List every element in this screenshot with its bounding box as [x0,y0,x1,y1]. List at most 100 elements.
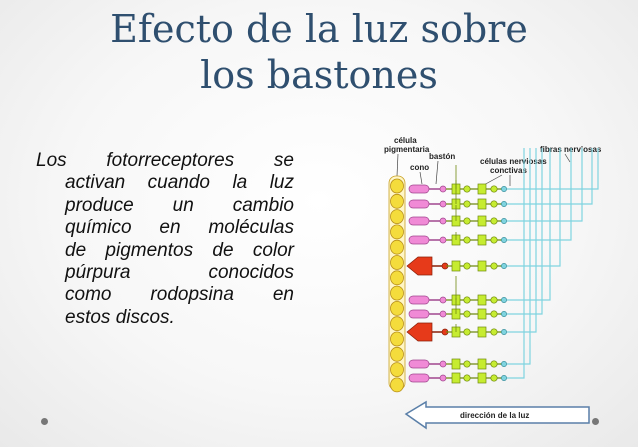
title-line-2: los bastones [200,53,438,97]
label-nerve-cells-1: células nerviosas [480,157,547,166]
rod-nucleus [439,360,447,368]
pigment-cell [390,300,404,316]
bipolar-cell [463,310,471,318]
synapse-box [451,372,461,384]
pigment-cell [390,270,404,286]
label-pigment-cell-1: célula [394,136,417,145]
pigment-cell [390,193,404,209]
pigment-cell [390,285,404,301]
body-line: estos discos. [65,306,175,328]
rod-nucleus [439,217,447,225]
rod-outer-segment [408,295,430,305]
nerve-fibers [500,148,599,379]
rod-nucleus [439,200,447,208]
bullet-dot-left [41,418,48,425]
fiber-node [501,218,507,224]
nerve-fiber [500,148,543,315]
pigment-cells [388,175,406,393]
ganglion-cell [490,374,498,382]
fiber-node [501,311,507,317]
fiber-node [501,263,507,269]
receptor-row [408,298,507,320]
label-pigment-cell-2: pigmentaria [384,145,430,154]
synapse-box [477,372,487,384]
ganglion-cell [490,310,498,318]
cone-cell [406,256,433,276]
bipolar-cell [463,360,471,368]
nerve-fiber [500,148,531,365]
pigment-cell [390,331,404,347]
rod-nucleus [439,236,447,244]
ganglion-cell [490,262,498,270]
bipolar-cell [463,236,471,244]
synapse-box [477,215,487,227]
fiber-node [501,297,507,303]
label-nerve-cells-2: conctivas [490,166,527,175]
label-rod: bastón [429,152,455,161]
pointer-line [419,171,423,185]
receptor-row [408,180,507,210]
bipolar-cell [463,296,471,304]
pigment-cell [390,224,404,240]
nerve-fiber [500,148,583,222]
pointer-line [435,160,439,185]
fiber-node [501,201,507,207]
synapse-box [477,198,487,210]
pigment-cell [390,209,404,224]
bipolar-cell [463,200,471,208]
synapse-box [477,326,487,338]
ganglion-cell [490,200,498,208]
pigment-cell [390,362,404,378]
rod-nucleus [439,185,447,193]
rod-outer-segment [408,309,430,319]
light-direction-arrow: dirección de la luz [404,400,590,430]
fiber-node [501,361,507,367]
rod-outer-segment [408,359,430,369]
body-line: Los fotorreceptores se [36,150,294,171]
body-line: de pigmentos de color [65,239,294,261]
ganglion-cell [490,217,498,225]
nerve-fiber [500,148,599,190]
bipolar-cell [463,328,471,336]
title-line-1: Efecto de la luz sobre [110,7,528,51]
cell-rows [406,165,507,384]
synapse-box [477,358,487,370]
ganglion-cell [490,236,498,244]
rod-nucleus [439,374,447,382]
ganglion-cell [490,185,498,193]
rod-nucleus [439,296,447,304]
pointer-line [564,153,571,163]
fiber-node [501,375,507,381]
synapse-box [477,308,487,320]
fiber-node [501,237,507,243]
retina-diagram: célula pigmentaria cono bastón células n… [384,136,602,430]
fiber-node [501,186,507,192]
receptor-row [408,372,507,384]
bipolar-cell [463,217,471,225]
nerve-fiber [500,148,525,379]
body-line: activan cuando la luz [65,172,294,194]
pigment-cell [390,377,404,393]
body-line: como rodopsina en [65,284,294,306]
cone-cell [406,322,433,342]
nerve-fiber [500,148,551,301]
pigment-cell [390,255,404,270]
receptor-row [408,232,507,246]
bipolar-cell [463,262,471,270]
ganglion-cell [490,328,498,336]
diagram-labels: célula pigmentaria cono bastón células n… [384,136,602,175]
synapse-box [477,183,487,195]
body-line: produce un cambio [65,194,294,216]
ganglion-cell [490,296,498,304]
fiber-node [501,329,507,335]
synapse-box [477,294,487,306]
label-cone: cono [410,163,429,172]
rod-outer-segment [408,199,430,209]
synapse-box [477,234,487,246]
pigment-cell [390,316,404,332]
nerve-fiber [500,148,537,333]
body-line: químico en moléculas [65,217,294,239]
pigment-cell [390,346,404,362]
arrow-shape [404,400,590,430]
slide-title: Efecto de la luz sobre los bastones [0,6,638,98]
